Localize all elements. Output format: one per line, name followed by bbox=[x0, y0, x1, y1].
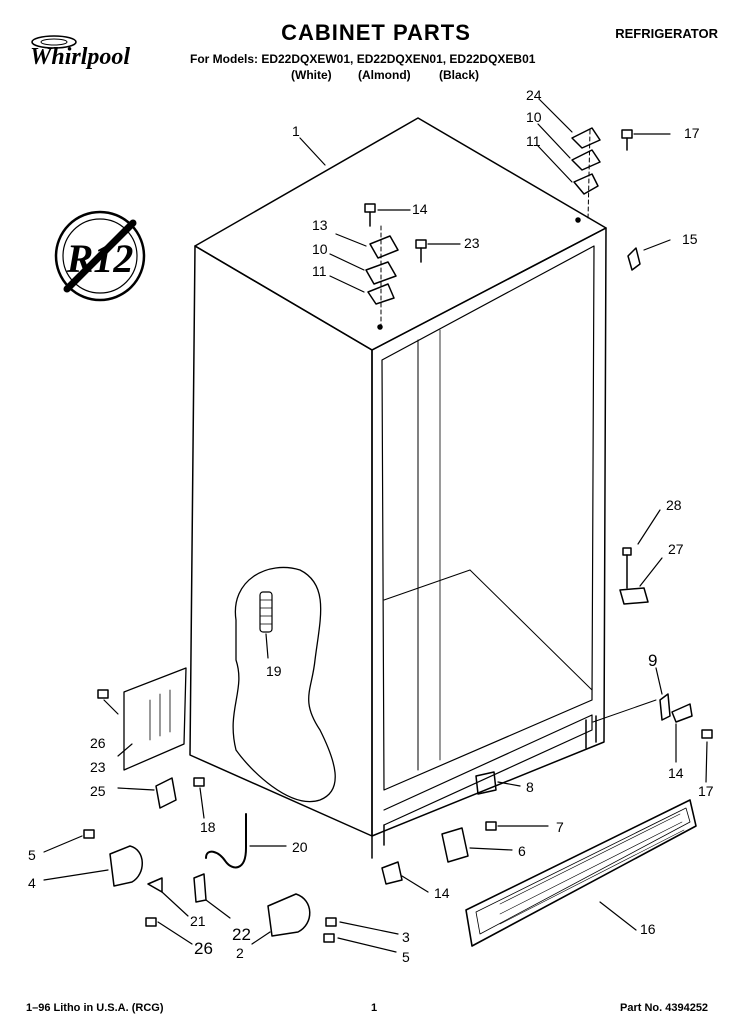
callout-25: 25 bbox=[90, 783, 106, 799]
lower-front-parts bbox=[381, 771, 497, 885]
cabinet-shell bbox=[189, 117, 607, 859]
bracket-parts bbox=[155, 777, 205, 809]
callout-4: 4 bbox=[28, 875, 36, 891]
door-stop-parts bbox=[619, 547, 649, 605]
r12-refrigerant-badge: R12 bbox=[54, 210, 146, 302]
callout-14: 14 bbox=[668, 765, 684, 781]
callout-10: 10 bbox=[312, 241, 328, 257]
badge-text: R12 bbox=[66, 236, 134, 281]
callout-14: 14 bbox=[412, 201, 428, 217]
center-hinge-parts bbox=[364, 203, 427, 326]
callout-18: 18 bbox=[200, 819, 216, 835]
callout-20: 20 bbox=[292, 839, 308, 855]
callout-24: 24 bbox=[526, 87, 542, 103]
callout-6: 6 bbox=[518, 843, 526, 859]
page-title: CABINET PARTS bbox=[281, 20, 471, 45]
callout-23: 23 bbox=[464, 235, 480, 251]
callout-15: 15 bbox=[682, 231, 698, 247]
whirlpool-logo: Whirlpool bbox=[30, 35, 130, 70]
callout-5: 5 bbox=[28, 847, 36, 863]
drain-tube bbox=[205, 813, 247, 869]
footer-print-info: 1–96 Litho in U.S.A. (RCG) bbox=[26, 1002, 164, 1014]
callout-17: 17 bbox=[684, 125, 700, 141]
callout-23: 23 bbox=[90, 759, 106, 775]
footer-page-number: 1 bbox=[371, 1002, 378, 1014]
appliance-category: REFRIGERATOR bbox=[615, 26, 718, 41]
callout-17: 17 bbox=[698, 783, 714, 799]
callout-14: 14 bbox=[434, 885, 450, 901]
callout-26: 26 bbox=[194, 939, 213, 958]
callout-22: 22 bbox=[232, 925, 251, 944]
leveling-leg-left bbox=[83, 829, 207, 927]
color-white: (White) bbox=[291, 68, 332, 82]
callout-7: 7 bbox=[556, 819, 564, 835]
callout-3: 3 bbox=[402, 929, 410, 945]
callout-2: 2 bbox=[236, 945, 244, 961]
callout-27: 27 bbox=[668, 541, 684, 557]
callout-21: 21 bbox=[190, 913, 206, 929]
lower-hinge-parts bbox=[592, 693, 713, 739]
callout-26: 26 bbox=[90, 735, 106, 751]
callout-10: 10 bbox=[526, 109, 542, 125]
model-numbers: For Models: ED22DQXEW01, ED22DQXEN01, ED… bbox=[190, 52, 536, 66]
color-almond: (Almond) bbox=[358, 68, 411, 82]
callout-numbers: 1 24 10 11 17 14 13 10 11 23 15 28 27 9 … bbox=[28, 87, 714, 965]
leveling-leg-right bbox=[267, 893, 337, 943]
toe-grille bbox=[465, 799, 697, 947]
svg-text:Whirlpool: Whirlpool bbox=[30, 44, 130, 70]
callout-8: 8 bbox=[526, 779, 534, 795]
callout-16: 16 bbox=[640, 921, 656, 937]
callout-13: 13 bbox=[312, 217, 328, 233]
footer-part-number: Part No. 4394252 bbox=[620, 1002, 709, 1014]
callout-28: 28 bbox=[666, 497, 682, 513]
callout-5: 5 bbox=[402, 949, 410, 965]
callout-11: 11 bbox=[312, 263, 327, 279]
callout-19: 19 bbox=[266, 663, 282, 679]
callout-11: 11 bbox=[526, 133, 541, 149]
color-black: (Black) bbox=[439, 68, 480, 82]
callout-1: 1 bbox=[292, 123, 300, 139]
compressor-mounting-plate bbox=[97, 667, 187, 771]
clip-part bbox=[627, 247, 641, 271]
upper-hinge-parts bbox=[571, 127, 633, 221]
callout-9: 9 bbox=[648, 651, 657, 670]
leader-lines bbox=[43, 99, 708, 953]
